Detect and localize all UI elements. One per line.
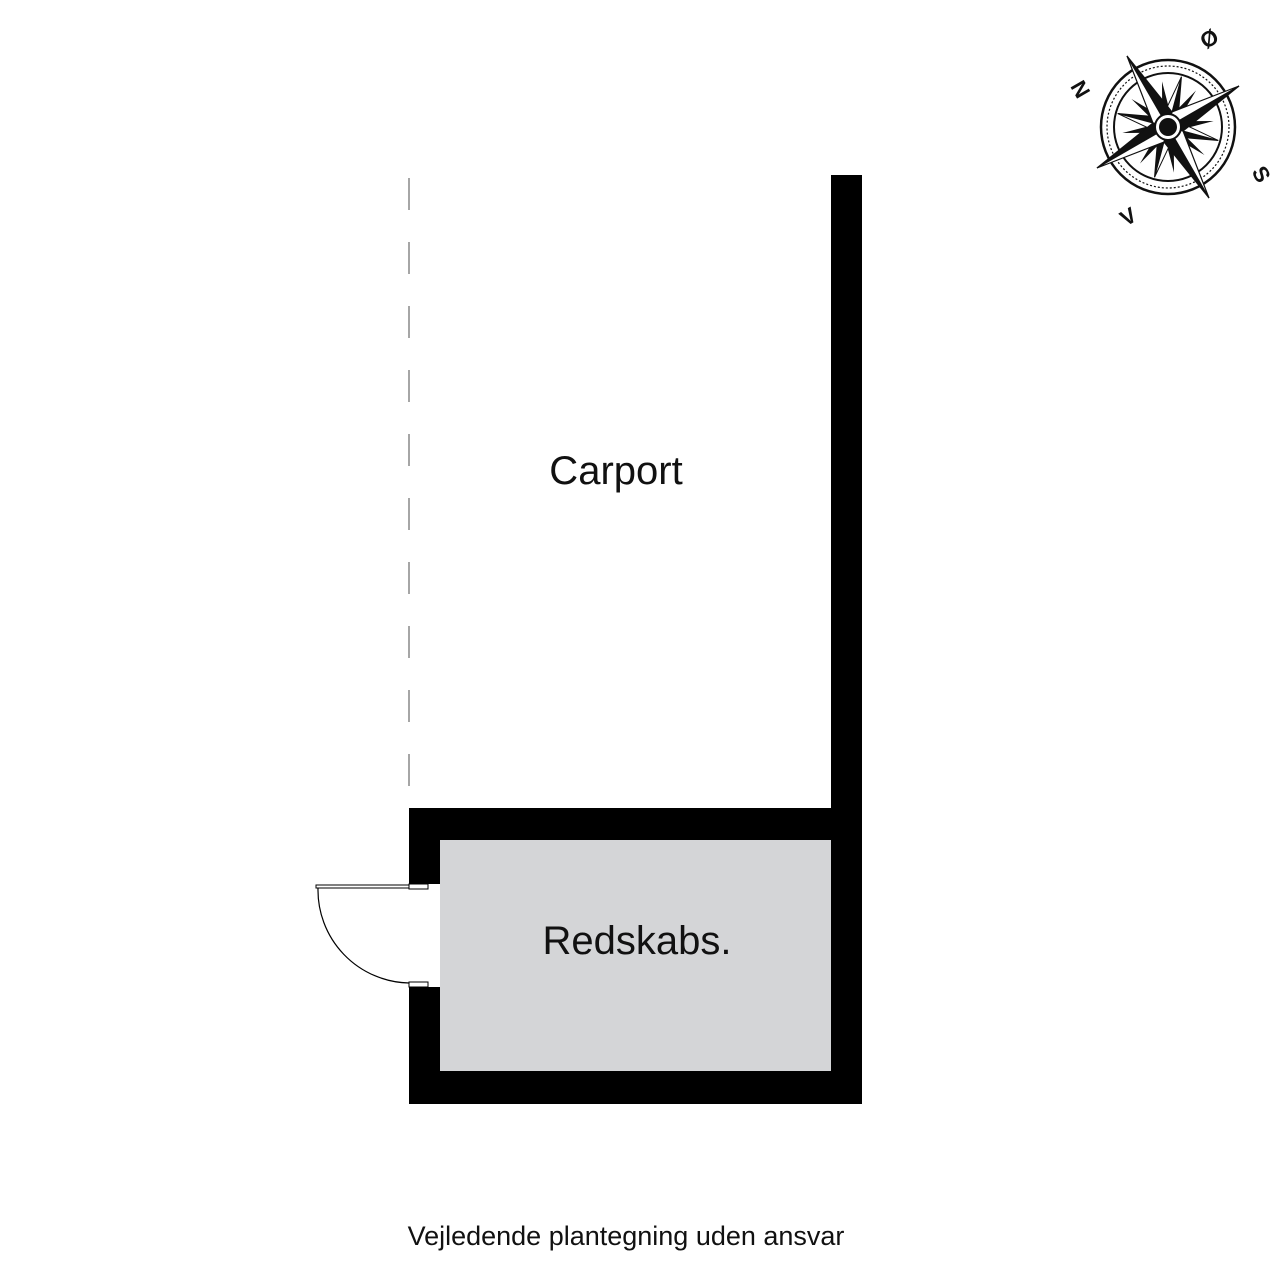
compass-south-label: S — [1247, 162, 1276, 187]
door — [315, 884, 410, 984]
room-label-carport: Carport — [549, 449, 683, 493]
compass-rose — [1096, 55, 1240, 199]
shed-left-wall-lower — [409, 987, 440, 1104]
door-jamb-top — [408, 883, 429, 890]
disclaimer-text: Vejledende plantegning uden ansvar — [407, 1221, 845, 1251]
compass-east-label: Ø — [1196, 24, 1223, 54]
shed-top-wall — [409, 808, 862, 840]
door-jamb-bottom — [408, 981, 429, 988]
shed-floor — [440, 840, 831, 1071]
shed-left-wall-upper — [409, 808, 440, 884]
shed-bottom-wall — [409, 1071, 862, 1104]
right-wall — [831, 175, 862, 1104]
compass-west-label: V — [1116, 202, 1141, 231]
compass-north-label: N — [1066, 76, 1096, 102]
room-label-shed: Redskabs. — [542, 919, 732, 963]
